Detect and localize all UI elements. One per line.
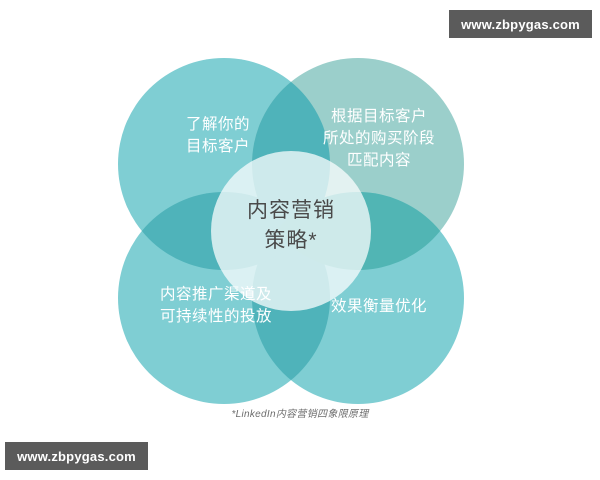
venn-diagram: 了解你的 目标客户 根据目标客户 所处的购买阶段 匹配内容 内容推广渠道及 可持… bbox=[118, 56, 464, 404]
center-disc[interactable] bbox=[211, 151, 371, 311]
footnote: *LinkedIn内容营销四象限原理 bbox=[231, 409, 369, 420]
watermark-bottom-left-text: www.zbpygas.com bbox=[17, 448, 136, 464]
watermark-top-right: www.zbpygas.com bbox=[449, 10, 592, 38]
watermark-top-right-text: www.zbpygas.com bbox=[461, 16, 580, 32]
watermark-bottom-left: www.zbpygas.com bbox=[5, 442, 148, 470]
venn-svg bbox=[118, 58, 464, 404]
